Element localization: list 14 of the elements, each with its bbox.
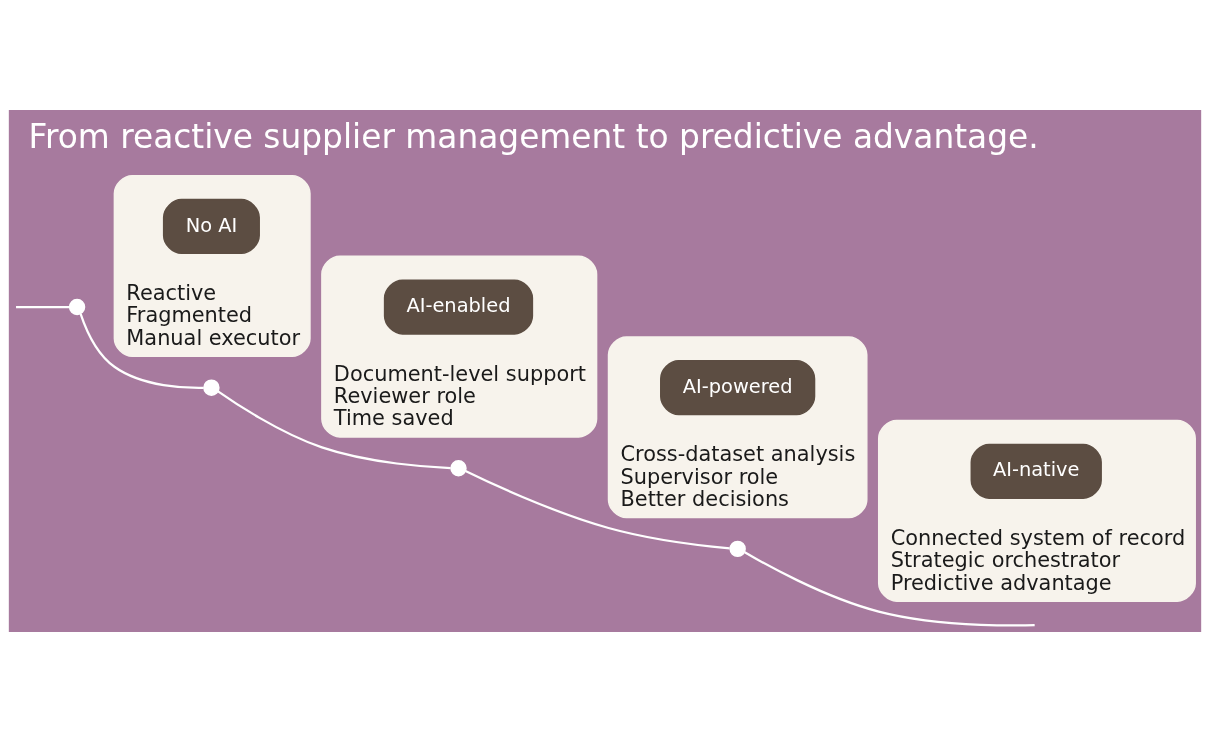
node-circle <box>729 540 746 558</box>
node-circle <box>450 460 467 477</box>
node-box: AI-enabled <box>383 279 534 335</box>
node-circle <box>203 379 220 396</box>
connector <box>79 313 204 390</box>
connector <box>16 305 70 309</box>
node-box: AI-native <box>970 443 1102 499</box>
connector <box>217 390 451 470</box>
node-box: No AI <box>162 198 260 255</box>
connector <box>744 551 1035 627</box>
node-box: AI-powered <box>660 360 816 416</box>
diagram-title: From reactive supplier management to predictive advantage. <box>28 118 1039 157</box>
connector <box>465 470 730 550</box>
node-circle <box>68 298 86 316</box>
